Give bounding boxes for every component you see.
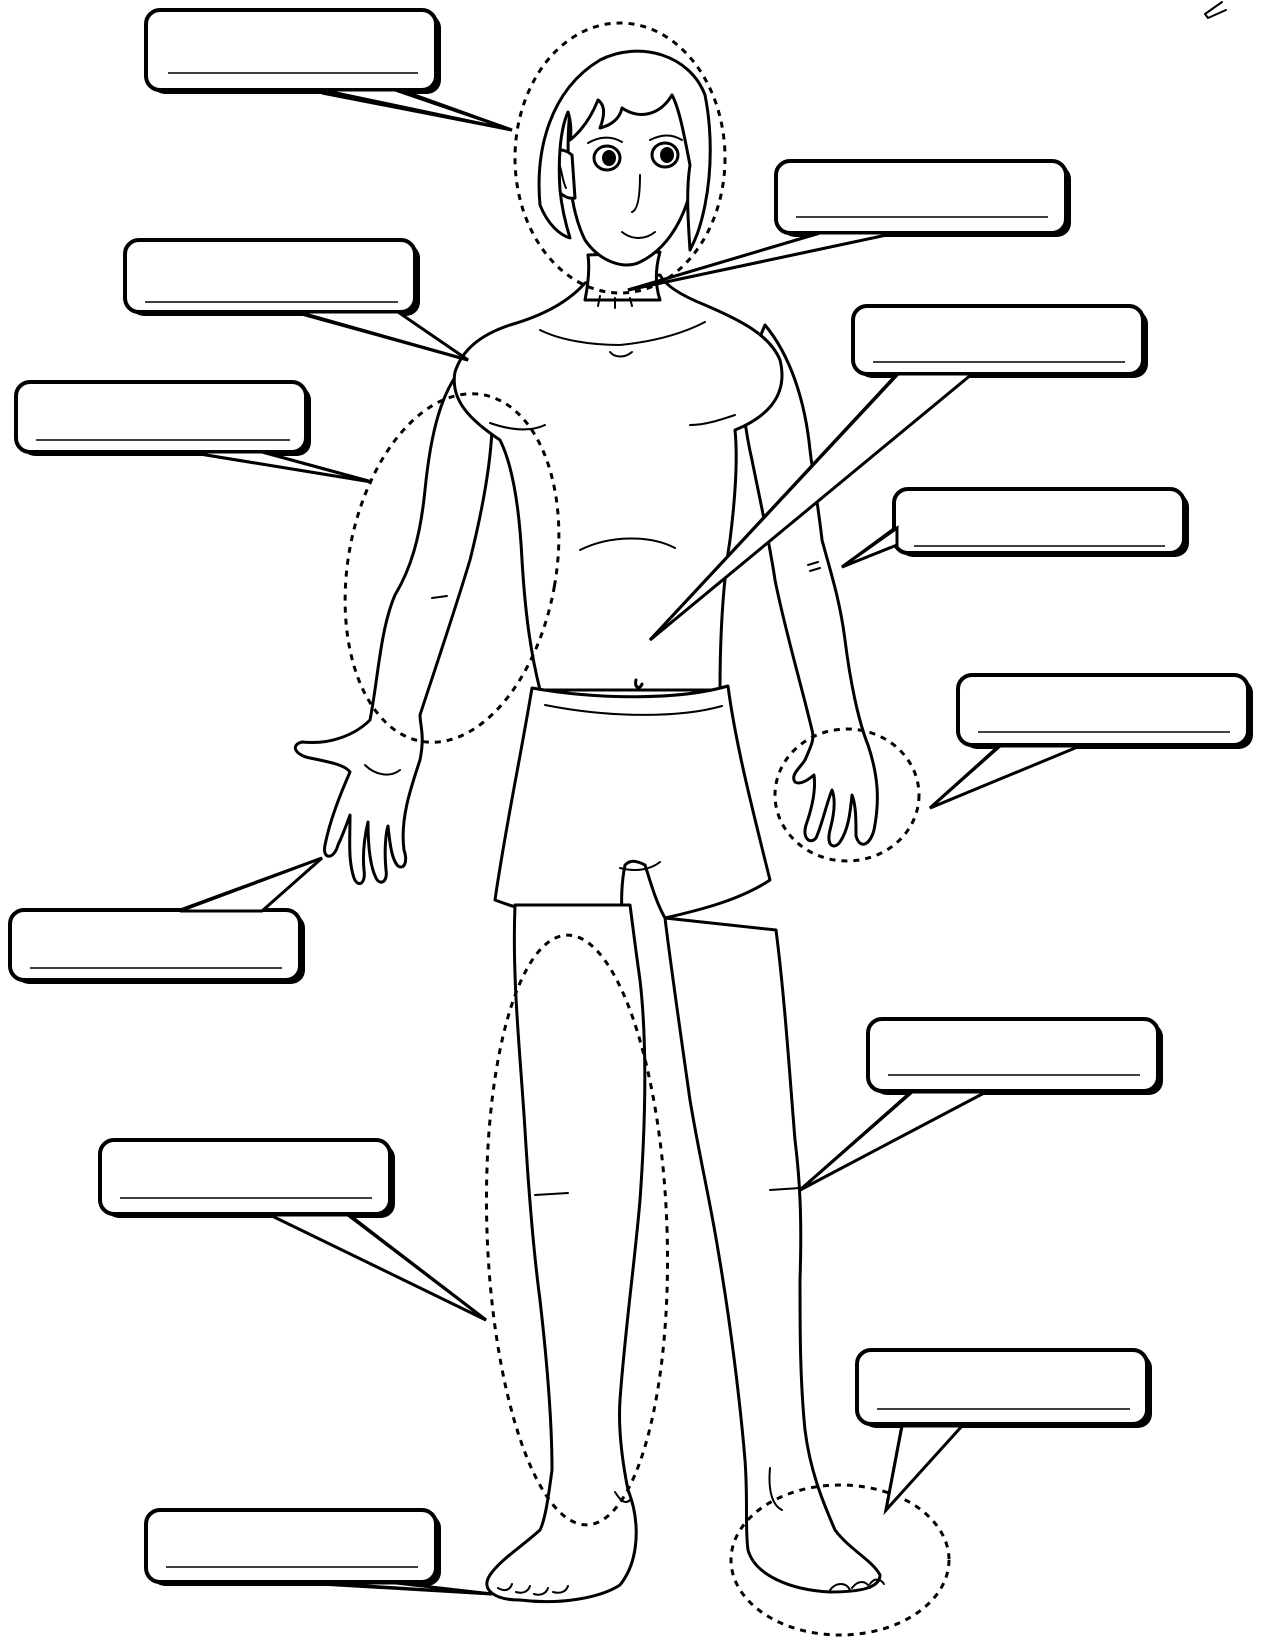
left-leg-outline bbox=[487, 905, 645, 1602]
corner-mark-icon bbox=[1205, 2, 1226, 18]
right-pupil bbox=[660, 147, 674, 163]
label-box-knee[interactable] bbox=[800, 1019, 1163, 1190]
head-drawing bbox=[539, 51, 710, 265]
right-leg-outline bbox=[665, 918, 880, 1592]
label-box-head[interactable] bbox=[146, 10, 512, 130]
label-box-elbow[interactable] bbox=[842, 489, 1189, 567]
label-box-shoulder[interactable] bbox=[125, 240, 468, 360]
torso-outline bbox=[454, 275, 782, 690]
left-arm-outline bbox=[295, 360, 493, 884]
label-box-leg[interactable] bbox=[100, 1140, 486, 1320]
label-box-hand[interactable] bbox=[930, 675, 1253, 808]
label-box-fingers[interactable] bbox=[10, 858, 322, 984]
label-box-foot[interactable] bbox=[857, 1350, 1152, 1510]
label-box-arm[interactable] bbox=[16, 382, 372, 482]
label-box-toes[interactable] bbox=[146, 1510, 492, 1594]
shorts-outline bbox=[495, 686, 770, 928]
left-pupil bbox=[602, 150, 616, 166]
